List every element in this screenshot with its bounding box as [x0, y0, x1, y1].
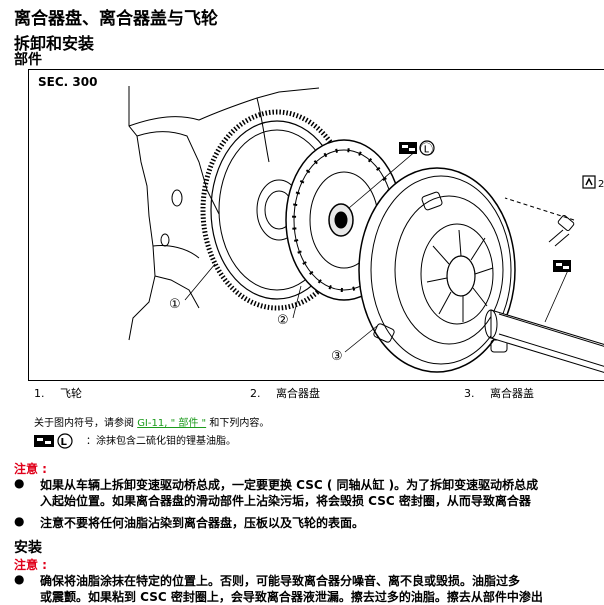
caution-label: 注意 :	[14, 462, 47, 476]
bolt-drawing	[504, 197, 575, 247]
torque-symbol	[582, 175, 596, 189]
lube-symbol-callout: Ⓛ	[420, 143, 433, 158]
legend-label: 离合器盖	[490, 387, 534, 400]
callout-2: ②	[277, 313, 289, 328]
clutch-cover-drawing	[358, 167, 516, 373]
svg-text:L: L	[61, 437, 68, 448]
callout-1: ①	[169, 297, 181, 312]
legend-number: 1.	[34, 387, 45, 400]
bullet-text: 或震颤。如果粘到 CSC 密封圈上，会导致离合器液泄漏。擦去过多的油脂。擦去从部…	[40, 590, 543, 604]
legend-item-2: 2. 离合器盘	[250, 385, 320, 401]
bullet-text: 确保将油脂涂抹在特定的位置上。否则，可能导致离合器分噪音、离不良或毁损。油脂过多	[40, 574, 521, 588]
sec-label: SEC. 300	[38, 75, 98, 89]
bullet-dot: ●	[14, 572, 25, 586]
section-heading: 拆卸和安装	[14, 34, 95, 53]
reference-prefix: 关于图内符号，请参阅	[34, 418, 134, 429]
reference-link[interactable]: GI-11, " 部件 "	[137, 418, 207, 429]
install-caution-label: 注意 :	[14, 558, 47, 572]
legend-item-3: 3. 离合器盖	[464, 385, 534, 401]
install-heading: 安装	[14, 540, 42, 556]
page-title: 离合器盘、离合器盖与飞轮	[14, 9, 218, 29]
legend-number: 3.	[464, 387, 475, 400]
exploded-view-drawing: ① ② ③ Ⓛ 2	[128, 86, 604, 373]
legend-label: 飞轮	[60, 387, 82, 400]
callout-3: ③	[331, 349, 343, 364]
legend-item-1: 1. 飞轮	[34, 385, 82, 401]
bullet-text: 如果从车辆上拆卸变速驱动桥总成，一定要更换 CSC ( 同轴从缸 )。为了拆卸变…	[40, 478, 539, 492]
bullet-dot: ●	[14, 476, 25, 490]
grease-symbol-shaft	[553, 260, 571, 272]
bullet-dot: ●	[14, 514, 25, 528]
subsection-heading: 部件	[14, 52, 42, 68]
reference-suffix: 和下列内容。	[209, 418, 270, 429]
legend-label: 离合器盘	[276, 387, 320, 400]
torque-callout: 2	[598, 179, 604, 190]
bullet-text: 注意不要将任何油脂沾染到离合器盘，压板以及飞轮的表面。	[40, 516, 365, 530]
grease-note: L ：涂抹包含二硫化钼的锂基油脂。	[34, 432, 236, 449]
bullet-text: 入起始位置。如果离合器盘的滑动部件上沾染污垢，将会毁损 CSC 密封圈，从而导致…	[40, 494, 531, 508]
input-shaft-drawing	[484, 309, 604, 373]
grease-note-text: ：涂抹包含二硫化钼的锂基油脂。	[86, 436, 236, 447]
grease-icon: L	[34, 433, 73, 449]
legend-number: 2.	[250, 387, 261, 400]
exploded-view-figure: ① ② ③ Ⓛ 2 SEC. 300	[28, 69, 604, 381]
grease-symbol-flywheel	[399, 140, 435, 156]
reference-note: 关于图内符号，请参阅 GI-11, " 部件 " 和下列内容。	[34, 414, 269, 429]
